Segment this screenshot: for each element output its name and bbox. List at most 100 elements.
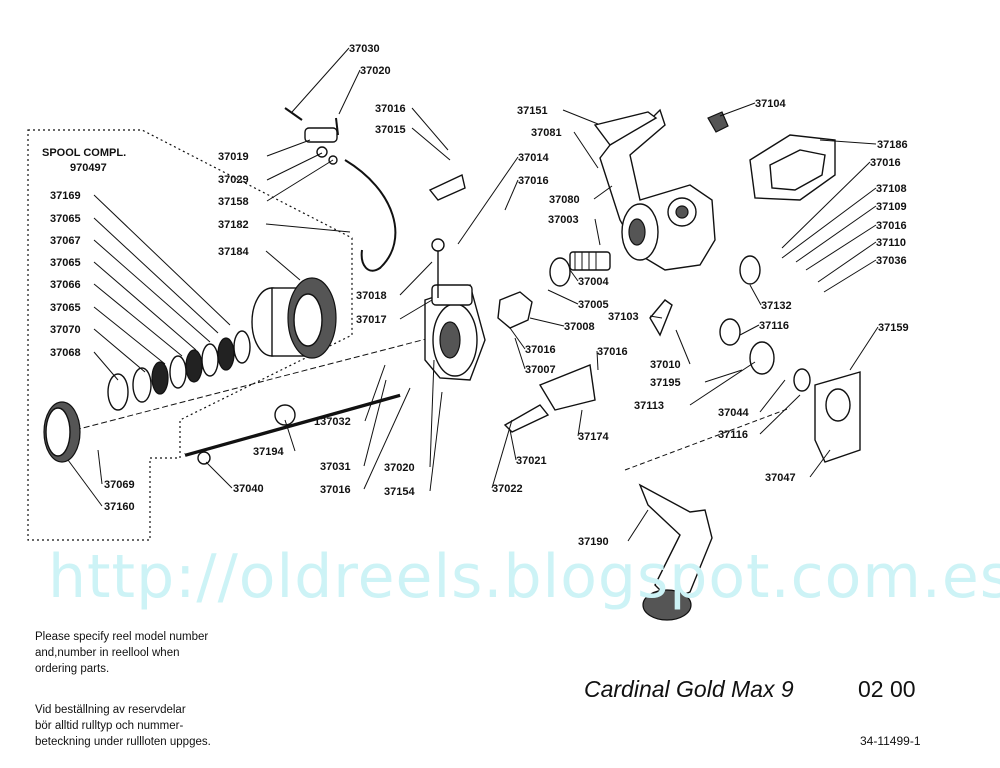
leader-line <box>689 361 756 406</box>
part-number-label: 37190 <box>578 536 609 548</box>
leader-line <box>504 179 519 211</box>
shaft-end-washer <box>197 451 211 465</box>
part-number-label: 37066 <box>50 279 81 291</box>
pinion-gear <box>569 251 611 271</box>
leader-line <box>573 131 599 169</box>
part-number-label: 37017 <box>356 314 387 326</box>
leader-line <box>795 205 877 263</box>
part-number-label: 37040 <box>233 483 264 495</box>
note-en-line: ordering parts. <box>35 663 110 675</box>
part-number-label: 37008 <box>564 321 595 333</box>
part-number-label: 37151 <box>517 105 548 117</box>
leader-line <box>569 269 579 282</box>
part-number-label: 37047 <box>765 472 796 484</box>
leader-line <box>97 449 103 485</box>
spool-front-cap-face <box>45 407 71 457</box>
drive-gear-bearing <box>719 318 741 346</box>
leader-line <box>759 394 801 435</box>
part-number-label: 37022 <box>492 483 523 495</box>
part-number-label: 37081 <box>531 127 562 139</box>
leader-line <box>594 218 601 246</box>
rotor-arm <box>428 173 466 201</box>
part-number-label: 37030 <box>349 43 380 55</box>
main-shaft-hi <box>184 392 401 454</box>
oscillation-gear <box>497 291 533 329</box>
part-number-label: 37113 <box>634 400 664 412</box>
leader-line <box>266 159 334 202</box>
leader-line <box>284 419 296 452</box>
main-shaft-axis <box>74 337 431 431</box>
leader-line <box>781 161 871 249</box>
drive-gear-small <box>739 255 761 285</box>
leader-line <box>819 139 877 145</box>
part-number-label: 37132 <box>761 300 792 312</box>
part-labels: 3703037020370163701537019370293715837182… <box>50 43 909 548</box>
leader-line <box>399 299 433 320</box>
leader-line <box>514 337 526 370</box>
leader-line <box>363 387 411 490</box>
note-swedish: Vid beställning av reservdelar bör allti… <box>35 702 275 750</box>
leader-line <box>364 364 386 422</box>
note-sv-line: beteckning under rullloten uppges. <box>35 736 211 748</box>
leader-line <box>338 69 361 115</box>
part-number-label: 137032 <box>314 416 351 428</box>
leader-line <box>547 289 579 305</box>
spool-assembly-outline <box>27 129 353 541</box>
side-cover <box>749 134 836 201</box>
washer-stack <box>107 330 251 411</box>
document-number: 34-11499-1 <box>860 734 921 748</box>
leader-line <box>509 327 526 350</box>
part-number-label: 37016 <box>375 103 406 115</box>
part-number-label: 37003 <box>548 214 579 226</box>
part-number-label: 37007 <box>525 364 556 376</box>
part-number-label: 37069 <box>104 479 135 491</box>
part-number-label: 37174 <box>578 431 609 443</box>
leader-line <box>93 328 146 373</box>
part-number-label: 37169 <box>50 190 81 202</box>
main-shaft <box>184 393 401 457</box>
leader-line <box>429 359 435 468</box>
part-number-label: 37186 <box>877 139 908 151</box>
shaft-gear <box>274 404 296 426</box>
leader-line <box>491 419 513 489</box>
part-number-label: 37080 <box>549 194 580 206</box>
leader-line <box>266 152 323 181</box>
leader-line <box>291 47 350 113</box>
part-number-label: 37005 <box>578 299 609 311</box>
part-number-label: 37065 <box>50 302 81 314</box>
part-number-label: 37010 <box>650 359 681 371</box>
part-number-label: 37184 <box>218 246 249 258</box>
spool-assembly-title: SPOOL COMPL. <box>42 147 126 159</box>
note-sv-line: Vid beställning av reservdelar <box>35 704 186 716</box>
part-number-label: 37154 <box>384 486 415 498</box>
leader-line <box>809 449 831 478</box>
part-number-label: 37016 <box>518 175 549 187</box>
part-number-label: 37016 <box>320 484 351 496</box>
part-number-label: 37109 <box>876 201 907 213</box>
leader-line <box>265 223 351 233</box>
leader-line <box>627 509 649 542</box>
part-number-label: 37158 <box>218 196 249 208</box>
handle <box>638 483 713 621</box>
leader-line <box>817 241 877 283</box>
leader-line <box>93 306 166 365</box>
part-number-label: 37116 <box>718 429 748 441</box>
leader-line <box>509 429 517 461</box>
note-sv-line: bör alltid rulltyp och nummer- <box>35 720 184 732</box>
leader-line <box>457 156 519 245</box>
part-number-label: 37104 <box>755 98 786 110</box>
part-number-label: 37110 <box>876 237 906 249</box>
part-number-label: 37070 <box>50 324 81 336</box>
rotor-washer <box>431 238 445 252</box>
bail-wire <box>344 159 397 272</box>
spool-assembly-number: 970497 <box>70 162 107 174</box>
reel-body <box>599 108 716 271</box>
leader-line <box>577 409 583 437</box>
leader-line <box>704 369 743 383</box>
part-number-label: 37031 <box>320 461 351 473</box>
leader-line <box>849 326 879 371</box>
bail-arm-small <box>304 127 338 165</box>
leader-line <box>265 250 301 281</box>
leader-line <box>93 194 231 326</box>
rotor <box>424 284 486 381</box>
